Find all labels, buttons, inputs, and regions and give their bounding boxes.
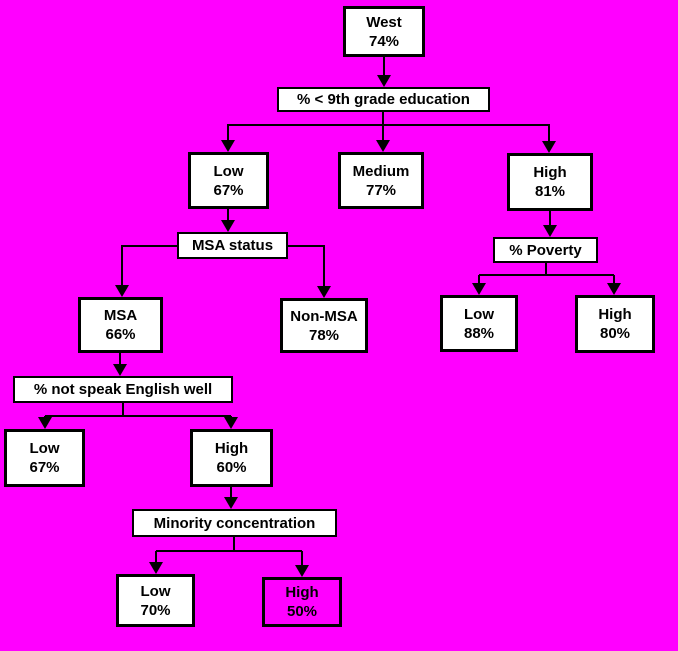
node-poverty-high: High 80% — [575, 295, 655, 353]
node-edu-medium: Medium 77% — [338, 152, 424, 209]
node-msa-label: MSA — [103, 307, 138, 324]
node-msa: MSA 66% — [78, 297, 163, 353]
node-non-msa-value: 78% — [308, 326, 340, 344]
node-edu-medium-label: Medium — [352, 162, 410, 180]
edge-msa-to-english-split — [113, 353, 127, 376]
node-minority-low: Low 70% — [116, 574, 195, 627]
node-poverty-high-label: High — [598, 306, 632, 323]
edge-minority-split-to-children — [149, 537, 309, 577]
node-poverty-high-value: 80% — [599, 325, 631, 342]
node-english-low-label: Low — [29, 440, 60, 457]
node-edu-high-value: 81% — [534, 183, 566, 200]
split-poverty-label: % Poverty — [509, 241, 582, 259]
node-english-low-value: 67% — [29, 459, 60, 476]
node-msa-value: 66% — [105, 326, 136, 343]
split-minority-label: Minority concentration — [153, 514, 316, 532]
node-minority-high-value: 50% — [286, 603, 318, 620]
node-minority-low-value: 70% — [140, 601, 171, 619]
edge-edu-split-to-children — [221, 112, 556, 153]
node-poverty-low-label: Low — [464, 305, 494, 323]
node-edu-high: High 81% — [507, 153, 593, 211]
edge-edu-low-to-msa-split — [221, 209, 235, 232]
node-minority-high: High 50% — [262, 577, 342, 627]
split-edu: % < 9th grade education — [277, 87, 490, 112]
node-west-label: West — [366, 13, 402, 31]
node-minority-low-label: Low — [140, 582, 171, 600]
node-west-value: 74% — [368, 32, 400, 50]
split-msa-status-label: MSA status — [191, 237, 274, 254]
node-minority-high-label: High — [285, 584, 319, 601]
split-poverty: % Poverty — [493, 237, 598, 263]
node-edu-low: Low 67% — [188, 152, 269, 209]
edge-english-high-to-minority-split — [224, 487, 238, 509]
node-edu-low-label: Low — [213, 162, 244, 180]
node-poverty-low-value: 88% — [463, 324, 495, 342]
node-edu-high-label: High — [533, 164, 567, 181]
edge-edu-high-to-poverty-split — [543, 211, 557, 237]
edge-west-to-edu-split — [377, 57, 391, 87]
split-minority: Minority concentration — [132, 509, 337, 537]
node-west: West 74% — [343, 6, 425, 57]
node-edu-low-value: 67% — [213, 181, 244, 199]
node-english-high-label: High — [214, 440, 249, 457]
split-msa-status: MSA status — [177, 232, 288, 259]
node-poverty-low: Low 88% — [440, 295, 518, 352]
split-english: % not speak English well — [13, 376, 233, 403]
split-edu-label: % < 9th grade education — [297, 91, 470, 108]
node-non-msa-label: Non-MSA — [290, 307, 358, 325]
edge-english-split-to-children — [38, 403, 238, 429]
node-non-msa: Non-MSA 78% — [280, 298, 368, 353]
node-edu-medium-value: 77% — [365, 181, 397, 199]
edge-poverty-split-to-children — [472, 263, 621, 295]
node-english-high: High 60% — [190, 429, 273, 487]
node-english-low: Low 67% — [4, 429, 85, 487]
split-english-label: % not speak English well — [33, 381, 213, 398]
node-english-high-value: 60% — [216, 459, 247, 476]
